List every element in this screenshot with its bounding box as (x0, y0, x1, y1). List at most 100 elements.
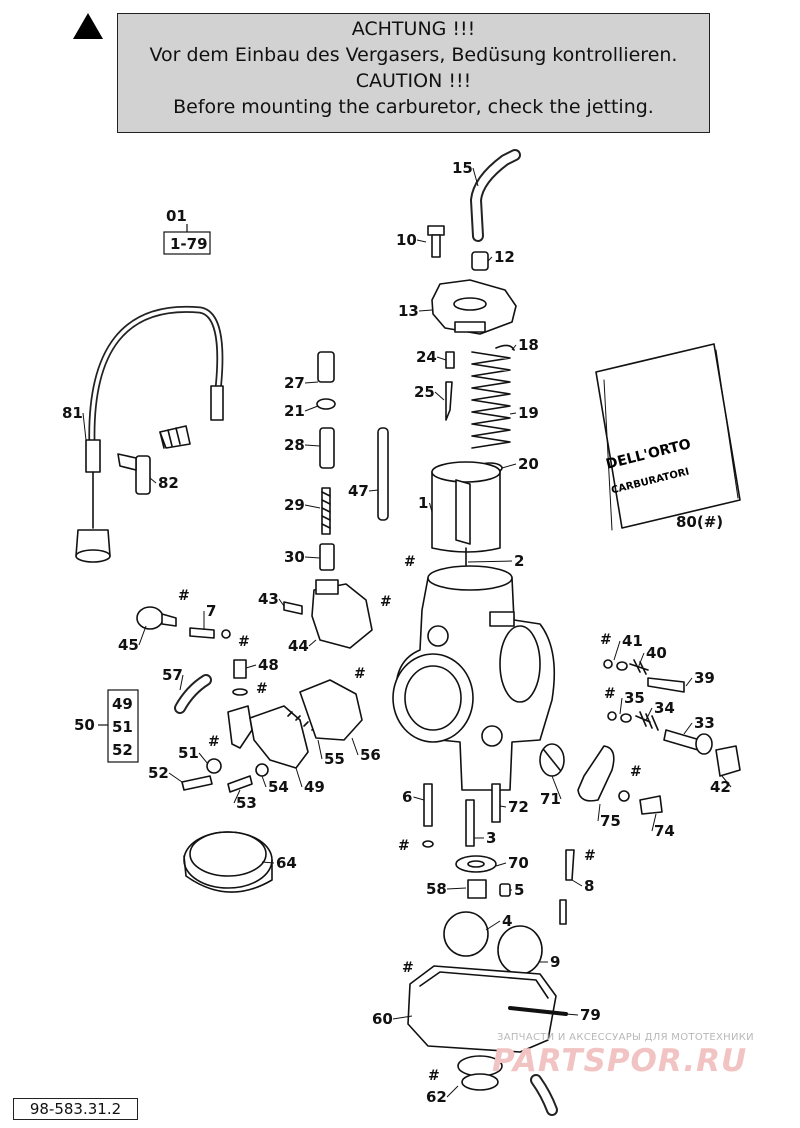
leader-line (501, 463, 517, 469)
leader-line (82, 412, 87, 441)
part-callout: 20 (518, 455, 539, 473)
part-callout: 60 (372, 1010, 393, 1028)
part-callout: 15 (452, 159, 473, 177)
part-callout: 39 (694, 669, 715, 687)
hash-marker: # (630, 764, 642, 780)
part-callout: 48 (258, 656, 279, 674)
set-range: 1-79 (170, 235, 208, 253)
bag-callout: 80(#) (676, 513, 723, 531)
part-callout: 45 (118, 636, 139, 654)
part-callout: 53 (236, 794, 257, 812)
leader-line (499, 805, 507, 808)
watermark-tagline: ЗАПЧАСТИ И АКСЕССУАРЫ ДЛЯ МОТОТЕХНИКИ (497, 1032, 754, 1043)
leader-line (721, 775, 732, 788)
part-callout: 79 (580, 1006, 601, 1024)
leader-line (511, 344, 517, 351)
leader-line (278, 598, 285, 607)
leader-line (351, 737, 359, 756)
group-50-member: 52 (112, 741, 133, 759)
leader-line (495, 862, 507, 867)
set-code: 01 (166, 207, 187, 225)
leader-line (685, 677, 693, 687)
part-callout: 62 (426, 1088, 447, 1106)
hash-marker: # (354, 666, 366, 682)
leader-line (245, 664, 257, 669)
part-callout: 9 (550, 953, 560, 971)
part-callout: 2 (514, 552, 524, 570)
part-callout: 54 (268, 778, 289, 796)
part-callouts: 1510121324182519201227212847293043444574… (62, 159, 732, 1106)
part-callout: 72 (508, 798, 529, 816)
part-callout: 21 (284, 402, 305, 420)
leader-line (179, 674, 184, 691)
part-callout: 28 (284, 436, 305, 454)
part-callout: 8 (584, 877, 594, 895)
leader-line (295, 767, 303, 788)
leader-line (472, 167, 479, 187)
caution-text-de: Vor dem Einbau des Vergasers, Bedüsung k… (149, 44, 678, 66)
leader-line (416, 239, 427, 243)
part-callout: 12 (494, 248, 515, 266)
part-callout: 18 (518, 336, 539, 354)
warning-triangle-icon (73, 13, 103, 39)
hash-marker: # (178, 588, 190, 604)
part-callout: 74 (654, 822, 675, 840)
hash-marker: # (238, 634, 250, 650)
leader-line (149, 477, 157, 484)
leader-line (261, 775, 267, 788)
leader-line (233, 789, 241, 804)
hash-marker: # (584, 848, 596, 864)
leader-line (413, 796, 425, 801)
part-callout: 64 (276, 854, 297, 872)
leader-line (308, 639, 317, 647)
leader-line (429, 502, 433, 513)
part-callout: 35 (624, 689, 645, 707)
part-callout: 43 (258, 590, 279, 608)
hash-marker: # (604, 686, 616, 702)
part-callout: 42 (710, 778, 731, 796)
part-callout: 13 (398, 302, 419, 320)
caution-text-en: Before mounting the carburetor, check th… (173, 96, 654, 118)
leader-line (261, 861, 275, 864)
leader-line (683, 722, 693, 735)
group-50-member: 51 (112, 718, 133, 736)
caution-title-en: CAUTION !!! (355, 70, 472, 92)
hash-markers: ############## (178, 554, 642, 1084)
hash-marker: # (256, 681, 268, 697)
leader-line (446, 1085, 459, 1098)
part-callout: 27 (284, 374, 305, 392)
part-callout: 3 (486, 829, 496, 847)
part-callout: 10 (396, 231, 417, 249)
group-50-box (107, 689, 139, 763)
group-50-member: 49 (112, 695, 133, 713)
leader-line (485, 920, 501, 931)
part-callout: 19 (518, 404, 539, 422)
leader-line (317, 739, 323, 760)
part-callout: 82 (158, 474, 179, 492)
hash-marker: # (428, 1068, 440, 1084)
hash-marker: # (398, 838, 410, 854)
leader-line (467, 560, 513, 563)
watermark-logo: PARTSPOR.RU (492, 1043, 748, 1079)
leader-line (304, 381, 319, 384)
caution-box: ACHTUNG !!! Vor dem Einbau des Vergasers… (117, 13, 710, 133)
part-callout: 24 (416, 348, 437, 366)
part-callout: 34 (654, 699, 675, 717)
part-callout: 30 (284, 548, 305, 566)
part-callout: 4 (502, 912, 512, 930)
leader-line (509, 412, 517, 415)
part-callout: 51 (178, 744, 199, 762)
part-callout: 71 (540, 790, 561, 808)
leader-line (551, 775, 562, 800)
part-callout: 1 (418, 494, 428, 512)
part-callout: 40 (646, 644, 667, 662)
part-callout: 5 (514, 881, 524, 899)
part-callout: 25 (414, 383, 435, 401)
leader-line (304, 504, 321, 509)
leader-line (637, 652, 645, 669)
hash-marker: # (380, 594, 392, 610)
leader-line (613, 640, 621, 661)
part-callout: 29 (284, 496, 305, 514)
leader-line (418, 309, 433, 312)
